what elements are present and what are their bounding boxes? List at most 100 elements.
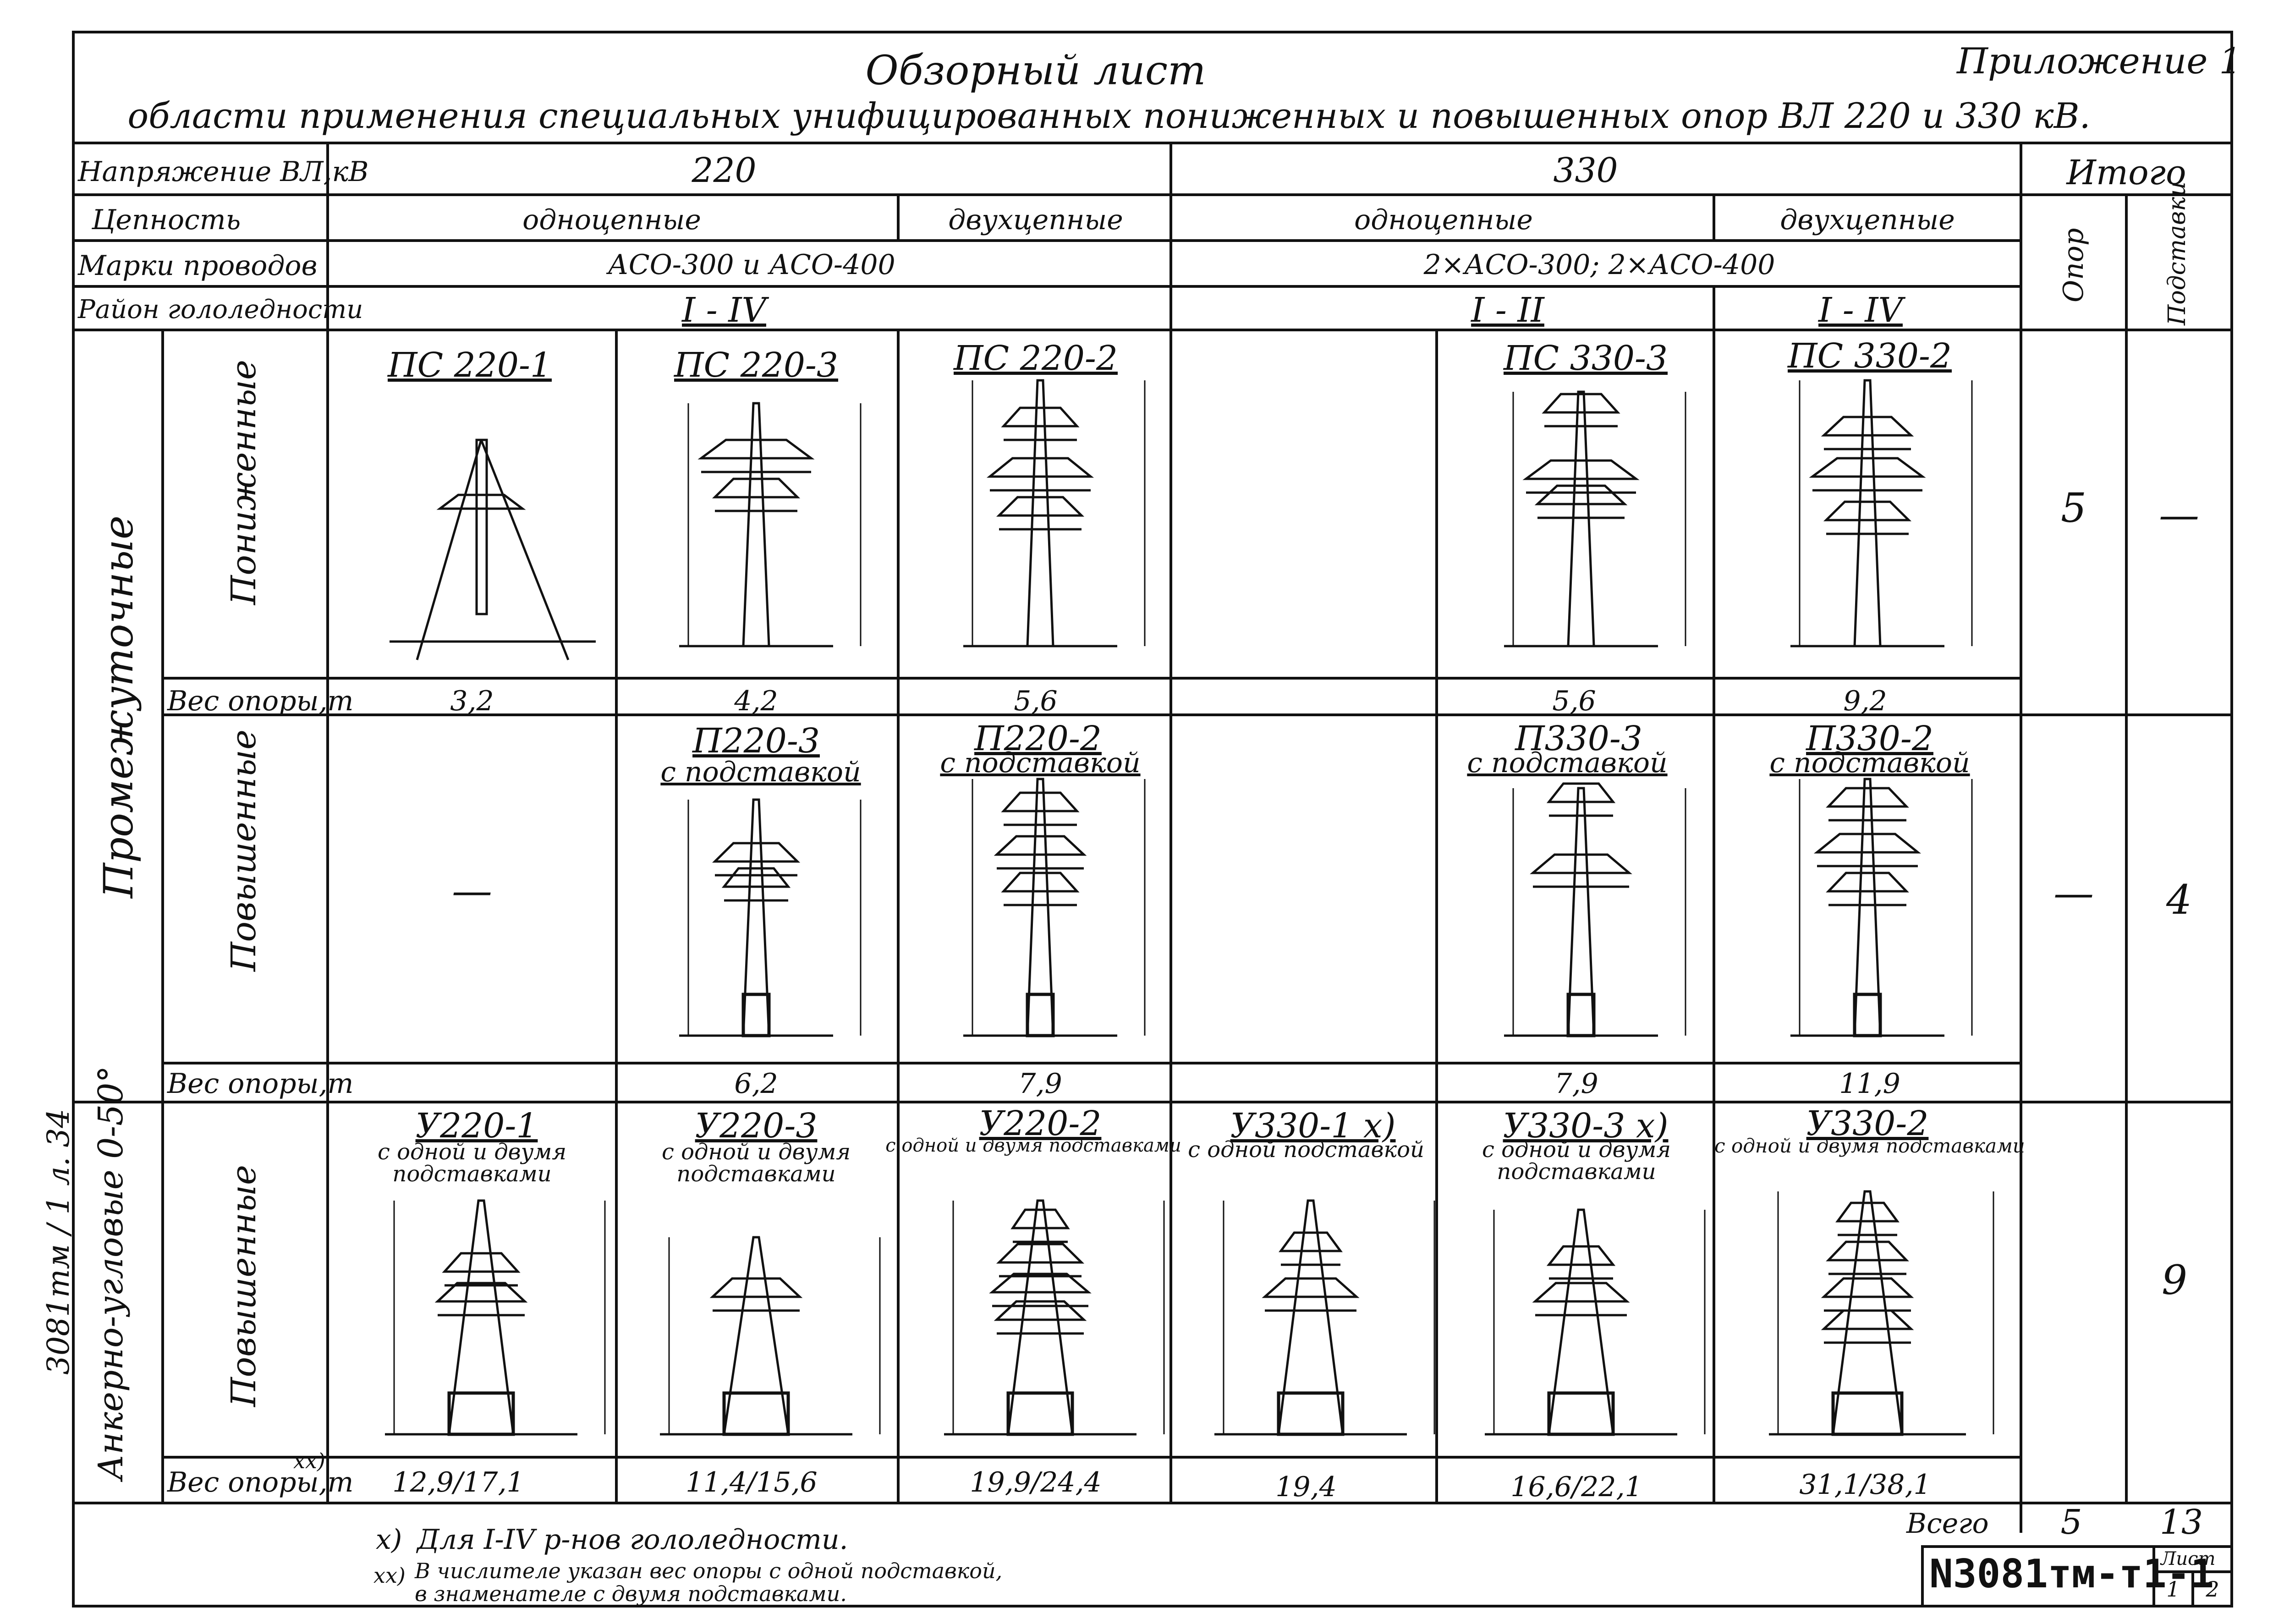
ps330-2-arm [1823, 500, 1912, 521]
weight-u330-2: 31,1/38,1 [1799, 1469, 1931, 1501]
u220-2-subtitle: с одной и двумя подставками [885, 1135, 1181, 1156]
row-raised: Повышенные [224, 730, 264, 971]
u330-1-mast [1277, 1199, 1344, 1436]
p220-2-insert [1026, 993, 1055, 1037]
ice-330-single: I - II [1471, 291, 1544, 330]
u220-3-mast [723, 1236, 790, 1436]
lowered-total-supports: 5 [2061, 484, 2086, 532]
ps330-2-arm [1809, 457, 1926, 478]
weight-ps220-3: 4,2 [734, 685, 778, 717]
ps220-3-arm [697, 439, 815, 460]
tower-ps330-3: ПС 330-3 [1503, 339, 1668, 378]
p220-3-insert [741, 993, 771, 1037]
anchor-total-inserts: 9 [2162, 1256, 2187, 1304]
raised-total-inserts: 4 [2166, 876, 2192, 923]
weight-p330-3: 7,9 [1554, 1068, 1598, 1100]
ps330-2-mast [1853, 379, 1882, 647]
voltage-label: Напряжение ВЛ,кВ [78, 156, 369, 188]
p220-2-mast [1026, 778, 1054, 1037]
tower-u330-2: У330-2 [1806, 1104, 1929, 1143]
note1-mark: x) [376, 1524, 402, 1556]
tower-ps220-1: ПС 220-1 [387, 346, 552, 385]
u220-1-insert [447, 1391, 515, 1436]
tower-ps220-2: ПС 220-2 [953, 339, 1118, 378]
weight-ps220-1: 3,2 [450, 685, 494, 717]
ps330-3-arm [1522, 459, 1640, 480]
u330-2-arm [1821, 1277, 1914, 1298]
u220-3-arm [709, 1277, 803, 1298]
weight-u220-1: 12,9/17,1 [392, 1466, 524, 1498]
ice-220: I - IV [682, 291, 766, 330]
stamp-doc-number: N3081тм-т1-1 [1929, 1551, 2214, 1597]
ice-label: Район гололедности [78, 295, 363, 324]
p330-3-mast [1567, 787, 1595, 1037]
note1: Для I-IV р-нов гололедности. [417, 1524, 848, 1556]
tower-ps220-3: ПС 220-3 [674, 346, 839, 385]
p220-3-subtitle: с подставкой [660, 756, 861, 788]
tower-u220-3: У220-3 [695, 1106, 818, 1146]
weight-ps330-3: 5,6 [1552, 685, 1596, 717]
p220-2-arm [994, 835, 1087, 856]
wire-label: Марки проводов [78, 250, 318, 282]
weight-label-3: Вес опоры,т [167, 1466, 354, 1498]
side-archive-code: 3081тм / 1 л. 34 [41, 1108, 76, 1375]
row-lowered: Пониженные [224, 360, 264, 605]
total-inserts-header: Подставки [2163, 181, 2191, 325]
u330-3-subtitle: с одной и двумя подставками [1482, 1137, 1671, 1185]
wires-330: 2×АСО-300; 2×АСО-400 [1423, 249, 1775, 281]
u220-3-subtitle: с одной и двумя подставками [661, 1139, 851, 1187]
u220-2-arm [996, 1243, 1085, 1264]
u330-3-mast [1548, 1208, 1614, 1436]
ps220-1-leg [416, 439, 483, 660]
totals-supports: 5 [2060, 1503, 2082, 1542]
stamp-sheet-number: 1 [2166, 1577, 2180, 1602]
circuit-label: Цепность [92, 204, 241, 236]
u330-3-arm [1532, 1282, 1630, 1303]
wires-220: АСО-300 и АСО-400 [608, 249, 895, 281]
p330-3-arm [1530, 853, 1632, 874]
group-anchor: Анкерно-угловые 0-50° [91, 1065, 131, 1480]
v330: 330 [1553, 151, 1618, 190]
ps330-3-arm [1542, 393, 1620, 414]
note2-mark: xx) [373, 1563, 406, 1588]
weight-u220-3: 11,4/15,6 [686, 1466, 818, 1498]
row-raised-anchor: Повышенные [224, 1165, 264, 1407]
tower-p220-3: П220-3 [692, 721, 820, 761]
p330-2-arm [1826, 872, 1909, 893]
tower-u330-3: У330-3 x) [1503, 1106, 1669, 1146]
u330-1-arm [1279, 1231, 1343, 1252]
u220-2-arm [1010, 1208, 1070, 1229]
ps220-3-arm [712, 477, 801, 499]
p330-3-arm [1546, 782, 1616, 803]
ps330-2-arm [1821, 416, 1914, 437]
totals-label: Всего [1906, 1508, 1989, 1540]
p220-3-arm [712, 842, 801, 863]
double-220: двухцепные [948, 204, 1123, 236]
note2b: в знаменателе с двумя подставками. [415, 1581, 847, 1606]
tower-p330-3: П330-3 [1515, 719, 1642, 758]
v220: 220 [692, 151, 757, 190]
single-220: одноцепные [522, 204, 701, 236]
weight-note-mark: xx) [293, 1448, 325, 1473]
single-330: одноцепные [1354, 204, 1533, 236]
u330-1-arm [1262, 1277, 1360, 1298]
u220-3-insert [722, 1391, 790, 1436]
outer-frame [72, 31, 2233, 1608]
p330-3-subtitle: с подставкой [1467, 747, 1668, 779]
u220-1-subtitle: с одной и двумя подставками [377, 1139, 567, 1187]
weight-label-1: Вес опоры,т [167, 685, 354, 717]
weight-u330-3: 16,6/22,1 [1510, 1471, 1642, 1503]
p330-2-mast [1853, 778, 1882, 1037]
ps220-1-arm [436, 494, 526, 510]
u330-2-subtitle: с одной и двумя подставками [1714, 1135, 2025, 1157]
u330-2-mast [1832, 1190, 1903, 1436]
note2a: В числителе указан вес опоры с одной под… [415, 1558, 1003, 1583]
weight-p220-2: 7,9 [1018, 1068, 1062, 1100]
ps220-1-mast [475, 439, 488, 615]
u330-2-insert [1831, 1391, 1904, 1436]
raised-total-supports: — [2053, 869, 2094, 916]
title-line1: Обзорный лист [865, 47, 1206, 94]
u220-1-mast [448, 1199, 515, 1436]
